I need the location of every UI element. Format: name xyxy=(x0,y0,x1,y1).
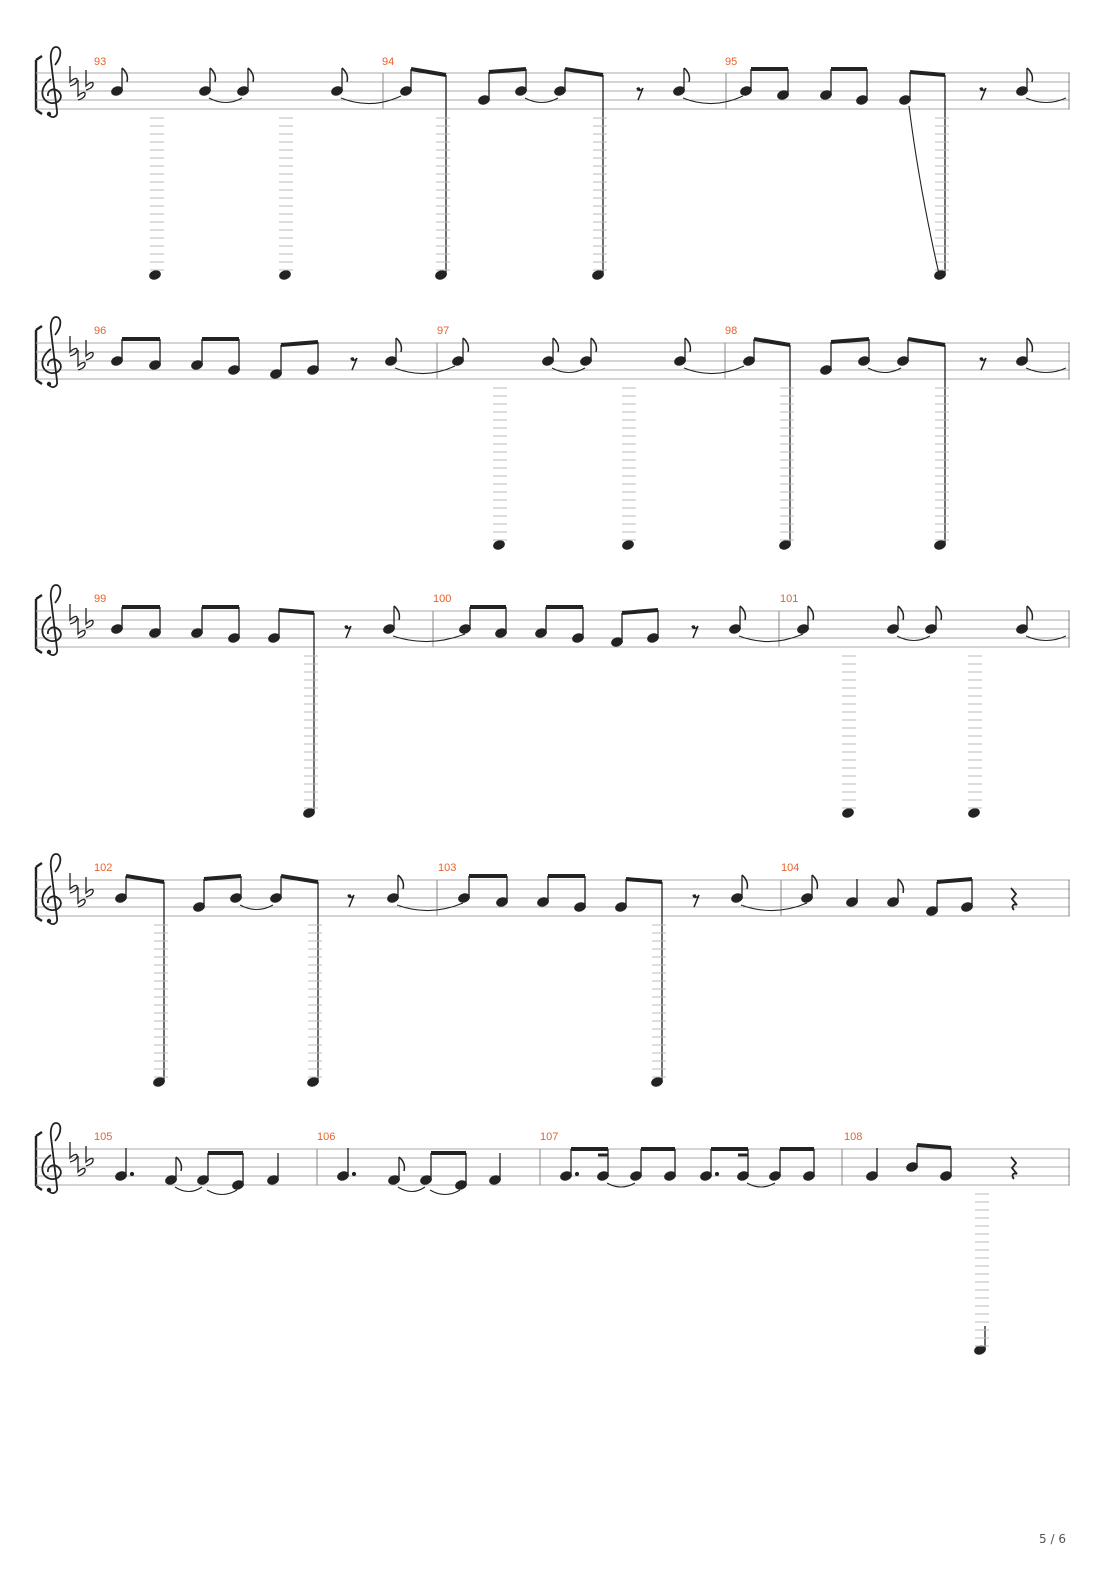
eighth-rest xyxy=(979,86,987,101)
ties xyxy=(174,1182,776,1196)
system-bracket xyxy=(34,324,44,386)
system-4: 102 103 104 xyxy=(34,853,1070,1087)
notes xyxy=(115,874,973,1087)
eighth-rest xyxy=(347,893,355,908)
staff-lines xyxy=(36,610,1070,648)
system-bracket xyxy=(34,593,44,655)
measure-number: 93 xyxy=(94,56,106,68)
ties xyxy=(392,633,1067,643)
system-bracket xyxy=(34,861,44,923)
measure-number: 105 xyxy=(94,1131,112,1143)
page-number: 5 / 6 xyxy=(1039,1532,1066,1546)
ledger-lines xyxy=(154,924,666,1078)
measure-number: 94 xyxy=(382,56,394,68)
system-5: 105 106 107 108 xyxy=(34,1122,1070,1355)
measure-number: 97 xyxy=(437,325,449,337)
measure-number: 102 xyxy=(94,862,112,874)
ties xyxy=(394,365,1067,375)
ties xyxy=(239,902,808,912)
ties xyxy=(208,95,1067,275)
eighth-rest xyxy=(636,86,644,101)
ledger-lines xyxy=(150,117,949,271)
measure-number: 101 xyxy=(780,593,798,605)
eighth-rest xyxy=(692,893,700,908)
system-2: 96 97 98 xyxy=(34,316,1070,550)
system-3: 99 100 101 xyxy=(34,584,1070,818)
notes xyxy=(111,605,1034,818)
ledger-lines xyxy=(975,1193,989,1347)
staff-lines xyxy=(36,879,1070,917)
key-signature xyxy=(69,1141,94,1177)
notes xyxy=(111,337,1034,550)
measure-number: 108 xyxy=(844,1131,862,1143)
eighth-rest xyxy=(691,624,699,639)
measure-number: 100 xyxy=(433,593,451,605)
system-1: 93 94 95 xyxy=(34,46,1070,280)
system-bracket xyxy=(34,1130,44,1192)
key-signature xyxy=(69,603,94,639)
key-signature xyxy=(69,335,94,371)
notes xyxy=(111,67,1034,280)
ledger-lines xyxy=(304,655,982,809)
key-signature xyxy=(69,65,94,101)
eighth-rest xyxy=(350,356,358,371)
notes xyxy=(115,1143,986,1355)
eighth-rest xyxy=(979,356,987,371)
measure-number: 103 xyxy=(438,862,456,874)
system-bracket xyxy=(34,54,44,116)
measure-number: 99 xyxy=(94,593,106,605)
key-signature xyxy=(69,872,94,908)
measure-number: 104 xyxy=(781,862,799,874)
measure-number: 98 xyxy=(725,325,737,337)
eighth-rest xyxy=(344,624,352,639)
ledger-lines xyxy=(493,387,949,541)
measure-number: 107 xyxy=(540,1131,558,1143)
measure-number: 106 xyxy=(317,1131,335,1143)
staff-lines xyxy=(36,72,1070,110)
measure-number: 95 xyxy=(725,56,737,68)
measure-number: 96 xyxy=(94,325,106,337)
